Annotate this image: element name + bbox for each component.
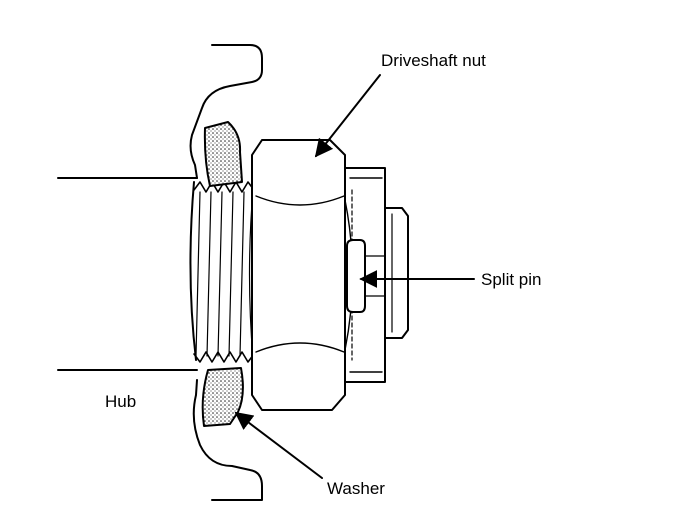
split-pin bbox=[346, 239, 366, 313]
arrow-washer bbox=[234, 411, 323, 479]
label-split-pin: Split pin bbox=[481, 270, 542, 289]
shaft-threads bbox=[195, 191, 245, 357]
label-hub: Hub bbox=[105, 392, 137, 411]
label-driveshaft-nut: Driveshaft nut bbox=[381, 51, 486, 70]
label-washer: Washer bbox=[327, 479, 385, 498]
nut-castle bbox=[344, 167, 386, 383]
washer-lower bbox=[201, 367, 244, 427]
arrow-driveshaft-nut bbox=[314, 74, 381, 158]
washer-upper bbox=[203, 121, 243, 187]
hub-outline bbox=[189, 44, 263, 501]
driveshaft-nut bbox=[251, 139, 346, 411]
shaft-end-stub bbox=[384, 207, 409, 339]
